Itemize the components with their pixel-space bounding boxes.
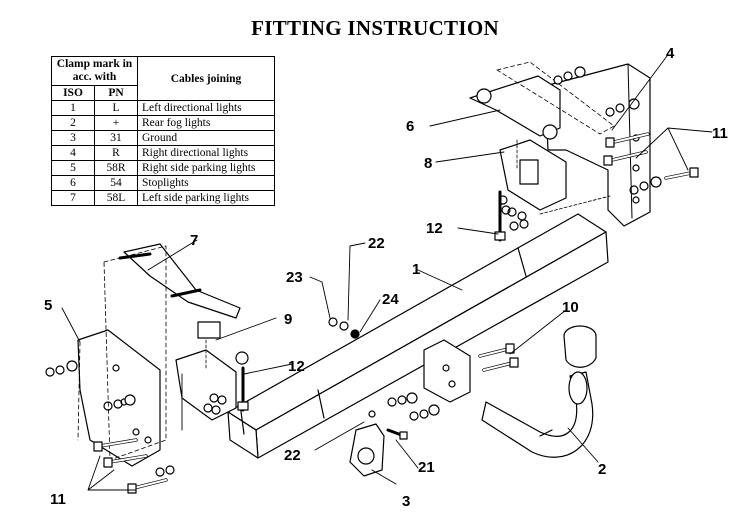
label-part-3: 3 [402,493,410,510]
tow-ball-mount-plate [387,339,519,421]
label-part-12-left: 12 [288,358,305,375]
left-clamp-bracket [175,321,237,431]
label-part-11-left: 11 [50,491,66,508]
socket-plate [349,410,408,477]
label-part-21: 21 [418,459,435,476]
desc-cell: Stoplights [137,175,275,191]
pn-cell: 58R [94,160,138,176]
pn-header: PN [94,85,138,101]
desc-cell: Left side parking lights [137,190,275,206]
label-part-1: 1 [412,261,420,278]
label-part-4: 4 [666,45,675,62]
left-mounting-plate [103,243,241,461]
page-title: FITTING INSTRUCTION [251,16,499,40]
right-mounting-plate [469,61,615,140]
label-part-24: 24 [382,291,399,308]
label-part-12-right: 12 [426,220,443,237]
label-part-6: 6 [406,118,414,135]
label-part-9: 9 [284,311,292,328]
hardware-22-24 [328,317,360,339]
label-part-7: 7 [190,232,198,249]
desc-cell: Right side parking lights [137,160,275,176]
label-part-23: 23 [286,269,303,286]
left-clamp-bolt [203,351,249,415]
cables-joining-header: Cables joining [137,56,275,101]
label-part-8: 8 [424,155,432,172]
tow-ball-neck [481,325,597,458]
clamp-mark-header: Clamp mark in acc. with [51,56,138,86]
label-part-22-top: 22 [368,235,385,252]
cables-joining-table: Clamp mark in acc. with Cables joining I… [51,56,275,206]
leader-lines [61,55,713,491]
main-crossbar [227,213,609,459]
right-clamp-bracket [499,139,611,215]
right-clamp-bolt [494,190,529,242]
label-part-11-right: 11 [712,125,728,142]
desc-cell: Right directional lights [137,145,275,161]
label-part-10: 10 [562,299,579,316]
label-part-2: 2 [598,461,606,478]
left-side-bracket [77,329,161,467]
right-bolts [553,66,699,195]
left-bolts [45,360,175,494]
table-header-row: Clamp mark in acc. with Cables joining [51,56,275,101]
label-part-22-bottom: 22 [284,447,301,464]
label-part-5: 5 [44,297,52,314]
right-side-bracket [544,63,651,227]
